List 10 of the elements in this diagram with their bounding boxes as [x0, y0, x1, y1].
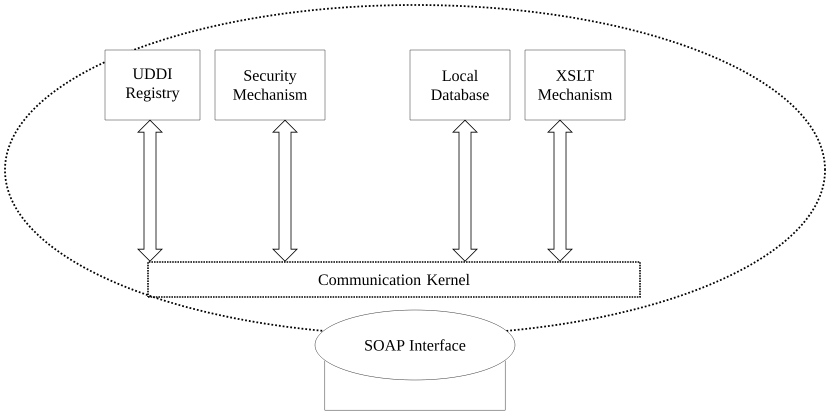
- empty-box: [324, 360, 506, 410]
- double-arrow: [452, 120, 478, 262]
- box: Local Database: [410, 50, 510, 120]
- double-arrow: [547, 120, 573, 262]
- box: XSLT Mechanism: [524, 50, 626, 120]
- dotted-box: Communication Kernel: [147, 261, 641, 298]
- box: Security Mechanism: [214, 50, 326, 120]
- box: UDDI Registry: [104, 50, 200, 120]
- double-arrow: [272, 120, 298, 262]
- double-arrow: [137, 120, 163, 262]
